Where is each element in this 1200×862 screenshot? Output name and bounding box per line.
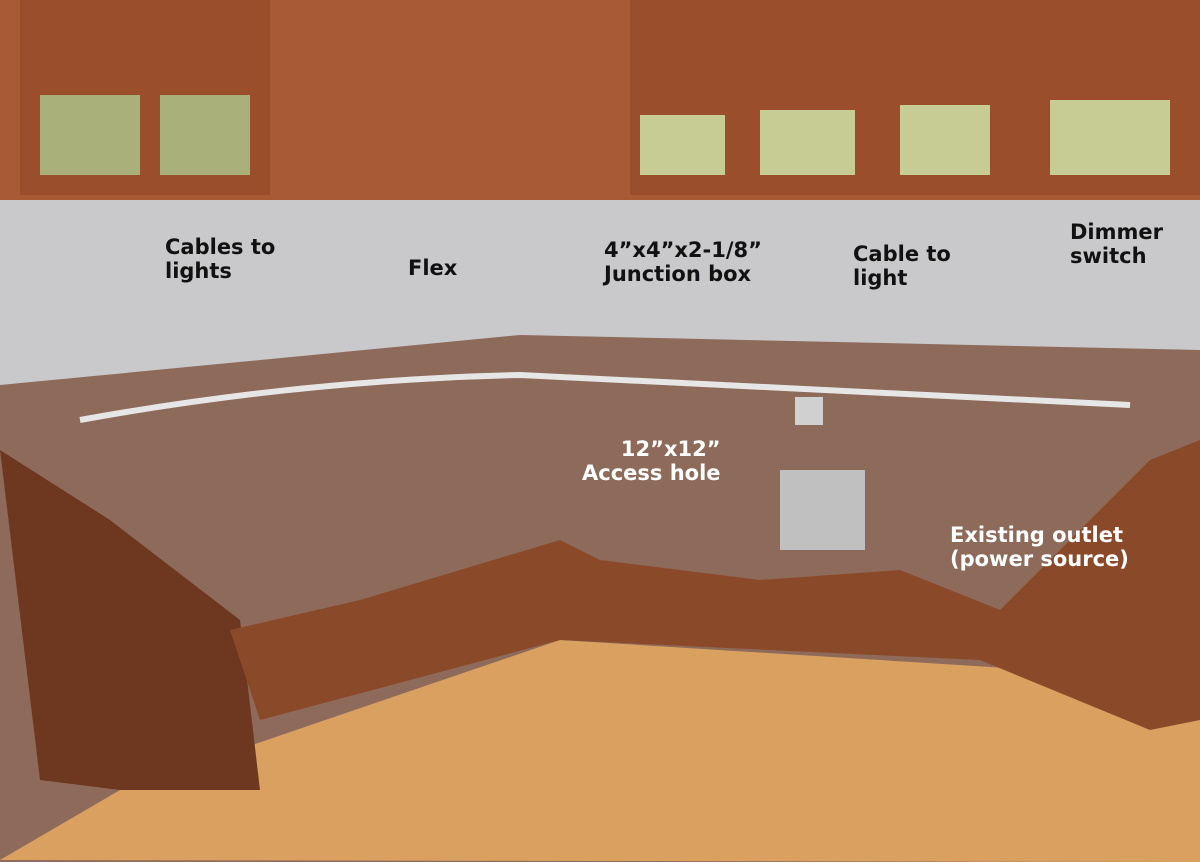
label-line: Existing outlet [950, 523, 1124, 547]
label-line: switch [1070, 244, 1147, 268]
label-line: (power source) [950, 547, 1129, 571]
label-junction-box: 4”x4”x2-1/8”Junction box [604, 238, 762, 286]
label-existing-outlet: Existing outlet(power source) [950, 523, 1129, 571]
label-line: Cable to [853, 242, 951, 266]
label-access-hole: 12”x12”Access hole [582, 437, 721, 485]
label-line: light [853, 266, 908, 290]
label-flex: Flex [408, 256, 458, 280]
label-line: Access hole [582, 461, 721, 485]
label-line: Junction box [604, 262, 752, 286]
label-line: Cables to [165, 235, 276, 259]
label-line: 12”x12” [620, 437, 721, 461]
label-line: lights [165, 259, 232, 283]
label-line: 4”x4”x2-1/8” [604, 238, 762, 262]
label-line: Dimmer [1070, 220, 1163, 244]
